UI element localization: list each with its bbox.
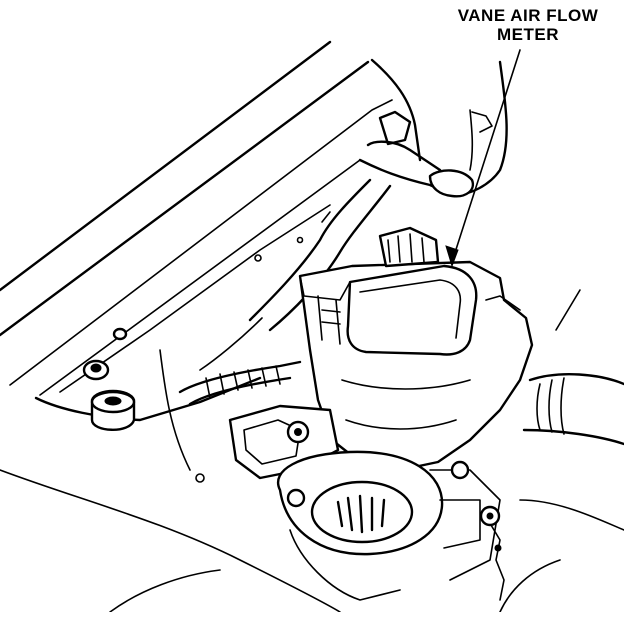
vane-air-flow-meter: [298, 226, 534, 472]
vane-air-flow-meter-label: VANE AIR FLOW METER: [440, 6, 616, 44]
callout-line-2: METER: [497, 25, 559, 44]
mounting-bolts: [82, 236, 304, 483]
intake-duct: [499, 289, 624, 613]
callout-line-1: VANE AIR FLOW: [457, 6, 599, 25]
callout-leader: [445, 49, 521, 268]
hand-illustration: [358, 58, 508, 198]
throttle-cable: [199, 178, 392, 371]
wiring-harness: [178, 360, 505, 601]
air-cleaner-housing: [228, 404, 501, 601]
hood-panel: [0, 40, 393, 396]
